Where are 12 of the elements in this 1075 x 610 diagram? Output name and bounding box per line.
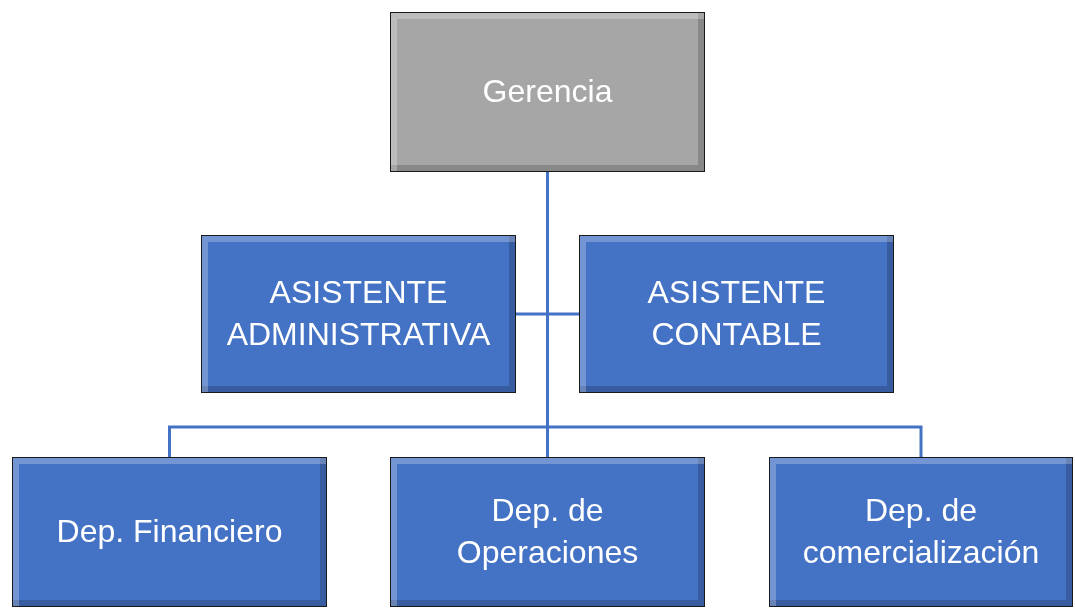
department-box — [390, 457, 705, 607]
box-label: ASISTENTE ADMINISTRATIVA — [225, 273, 492, 354]
box-label: Dep. de comercialización — [801, 491, 1041, 572]
department-box — [12, 457, 327, 607]
box-label: Dep. Financiero — [55, 512, 284, 552]
department-box — [769, 457, 1073, 607]
department-box — [579, 235, 894, 393]
department-box — [201, 235, 516, 393]
manager-box — [390, 12, 705, 172]
box-label: ASISTENTE CONTABLE — [646, 273, 827, 354]
box-label: Dep. de Operaciones — [455, 491, 640, 572]
box-label: Gerencia — [481, 72, 614, 112]
